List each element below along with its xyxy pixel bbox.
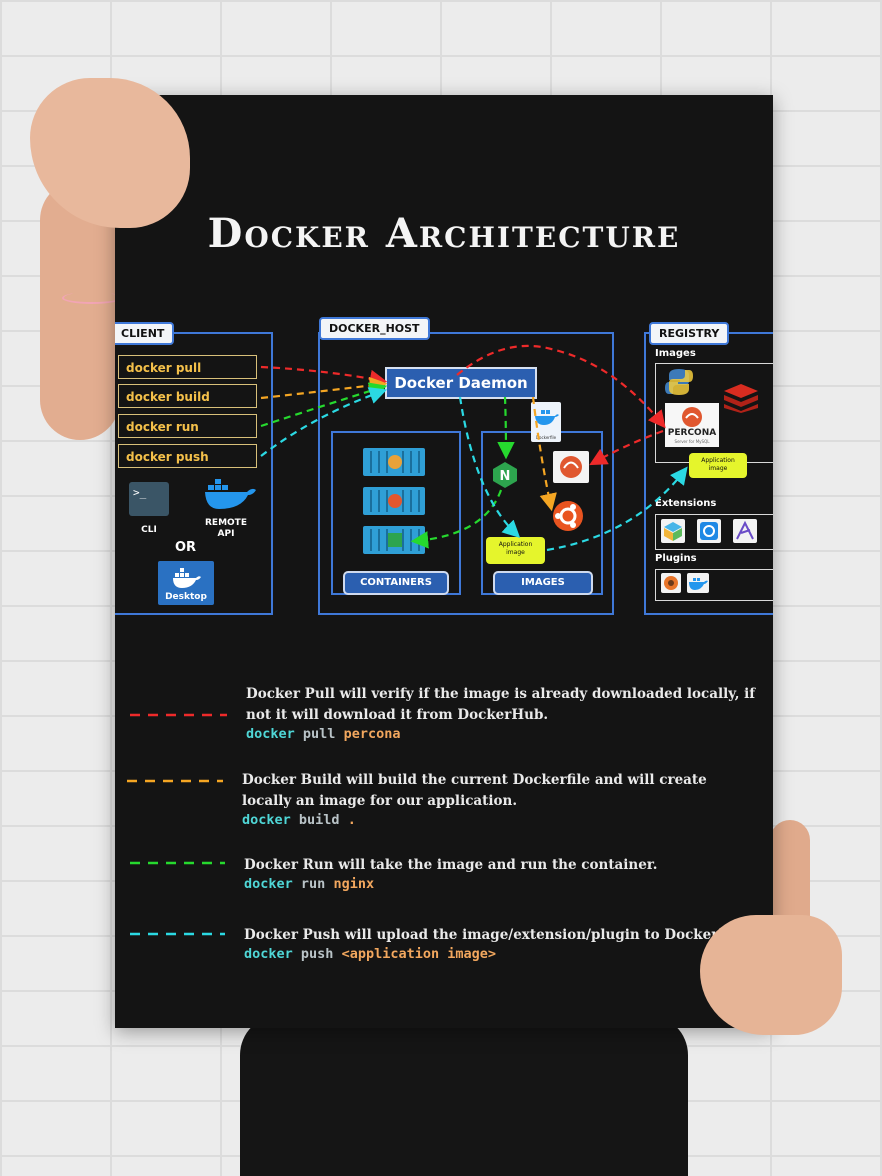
legend-desc-run: Docker Run will take the image and run t… [244, 855, 754, 876]
extension-3-icon [733, 519, 757, 543]
dockerfile-label: Dockerfile [531, 435, 561, 440]
right-hand [700, 915, 842, 1035]
legend-cmd-build-kw: docker [242, 812, 291, 828]
legend-cmd-build-sub: build [299, 812, 340, 828]
client-command-push: docker push [118, 444, 257, 468]
ubuntu-icon [552, 500, 584, 536]
registry-extensions-label: Extensions [655, 498, 716, 509]
nginx-hexagon-icon: N [492, 461, 518, 493]
docker-host-label: DOCKER_HOST [319, 317, 430, 340]
legend-cmd-pull-arg: percona [344, 726, 401, 742]
poster: Docker Architecture CLIENT docker pull d… [115, 95, 773, 1028]
legend-cmd-run: docker run nginx [244, 876, 374, 892]
container-server-2-icon [363, 487, 425, 519]
docker-whale-icon [203, 477, 257, 517]
legend-cmd-push: docker push <application image> [244, 946, 496, 962]
client-command-pull: docker pull [118, 355, 257, 379]
legend-cmd-run-sub: run [301, 876, 325, 892]
python-icon [665, 367, 693, 401]
container-server-1-icon [363, 448, 425, 480]
legend-desc-push: Docker Push will upload the image/extens… [244, 925, 754, 946]
poster-title: Docker Architecture [115, 210, 773, 257]
redis-stack-icon [723, 383, 759, 417]
containers-label: CONTAINERS [343, 571, 449, 595]
percona-sublabel: Server for MySQL [665, 439, 719, 444]
remote-api-label: REMOTE API [203, 518, 249, 540]
redis-like-image-icon [553, 451, 589, 483]
legend-desc-pull: Docker Pull will verify if the image is … [246, 684, 756, 726]
percona-label: PERCONA [665, 428, 719, 438]
legend-desc-build: Docker Build will build the current Dock… [242, 770, 732, 812]
legend-cmd-run-kw: docker [244, 876, 293, 892]
bracelet [62, 292, 122, 304]
extension-1-icon [661, 519, 685, 543]
registry-images-label: Images [655, 348, 696, 359]
legend-cmd-pull: docker pull percona [246, 726, 400, 742]
images-label: IMAGES [493, 571, 593, 595]
nginx-glyph: N [500, 469, 511, 484]
docker-desktop-icon: Desktop [158, 561, 214, 605]
registry-application-image: Application image [689, 453, 747, 478]
legend-cmd-push-kw: docker [244, 946, 293, 962]
host-application-image: Application image [486, 537, 545, 564]
plugin-2-docker-icon [687, 573, 709, 593]
legend-cmd-pull-sub: pull [303, 726, 336, 742]
person-body [240, 1015, 688, 1176]
container-server-3-icon [363, 526, 425, 558]
dockerfile-icon: Dockerfile [531, 402, 561, 442]
client-command-build: docker build [118, 384, 257, 408]
client-command-run: docker run [118, 414, 257, 438]
cli-label: CLI [129, 525, 169, 535]
registry-label: REGISTRY [649, 322, 729, 345]
legend-cmd-pull-kw: docker [246, 726, 295, 742]
legend-cmd-push-arg: <application image> [342, 946, 496, 962]
desktop-label: Desktop [158, 592, 214, 602]
or-label: OR [175, 540, 196, 555]
legend-cmd-build-arg: . [348, 812, 356, 828]
legend-cmd-push-sub: push [301, 946, 334, 962]
legend-cmd-build: docker build . [242, 812, 356, 828]
plugin-1-icon [661, 573, 681, 593]
registry-plugins-label: Plugins [655, 553, 697, 564]
docker-daemon: Docker Daemon [385, 367, 537, 399]
legend-cmd-run-arg: nginx [333, 876, 374, 892]
cli-icon: >_ [129, 482, 169, 516]
extension-2-icon [697, 519, 721, 543]
client-label: CLIENT [115, 322, 174, 345]
percona-logo: PERCONA Server for MySQL [665, 403, 719, 447]
